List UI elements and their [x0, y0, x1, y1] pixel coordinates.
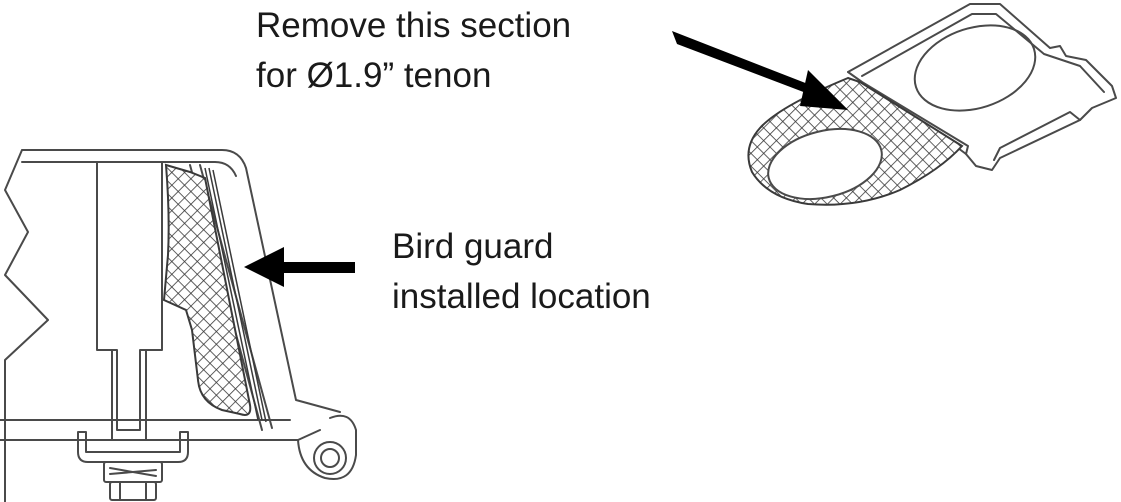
bird-guard-side-hatch: [162, 163, 252, 416]
bird-guard-side-edge: [204, 167, 267, 423]
u-clamp: [77, 431, 189, 463]
housing-top-rail: [21, 161, 237, 177]
bird-guard-callout-line1: Bird guard: [392, 227, 554, 266]
removable-section-hole: [767, 128, 883, 200]
bird-guard-top-view: [847, 3, 1117, 171]
housing-bottom-edge: [0, 419, 321, 441]
remove-section-callout: Remove this section for Ø1.9” tenon: [256, 1, 571, 101]
housing-outline: [4, 149, 341, 502]
guard-fold-line: [847, 71, 969, 155]
bolt-nut: [109, 481, 157, 501]
mast: [96, 161, 163, 431]
guard-plate-outline: [847, 3, 1117, 171]
bird-guard-callout: Bird guard installed location: [392, 222, 651, 322]
bird-guard-callout-line2: installed location: [392, 277, 651, 316]
bolt-thread-2: [109, 469, 157, 475]
remove-section-arrow: [672, 31, 848, 110]
hinge-pin-inner: [320, 448, 340, 468]
guard-hole-large: [913, 24, 1037, 112]
bird-guard-arrow: [244, 247, 355, 287]
hinge-loop: [297, 414, 357, 480]
remove-section-callout-line1: Remove this section: [256, 6, 572, 45]
fixture-side-view: [0, 149, 357, 502]
remove-section-callout-line2: for Ø1.9” tenon: [256, 56, 492, 95]
guard-plate-inner-edge: [861, 13, 1105, 161]
hinge-pin-outer: [313, 441, 347, 475]
